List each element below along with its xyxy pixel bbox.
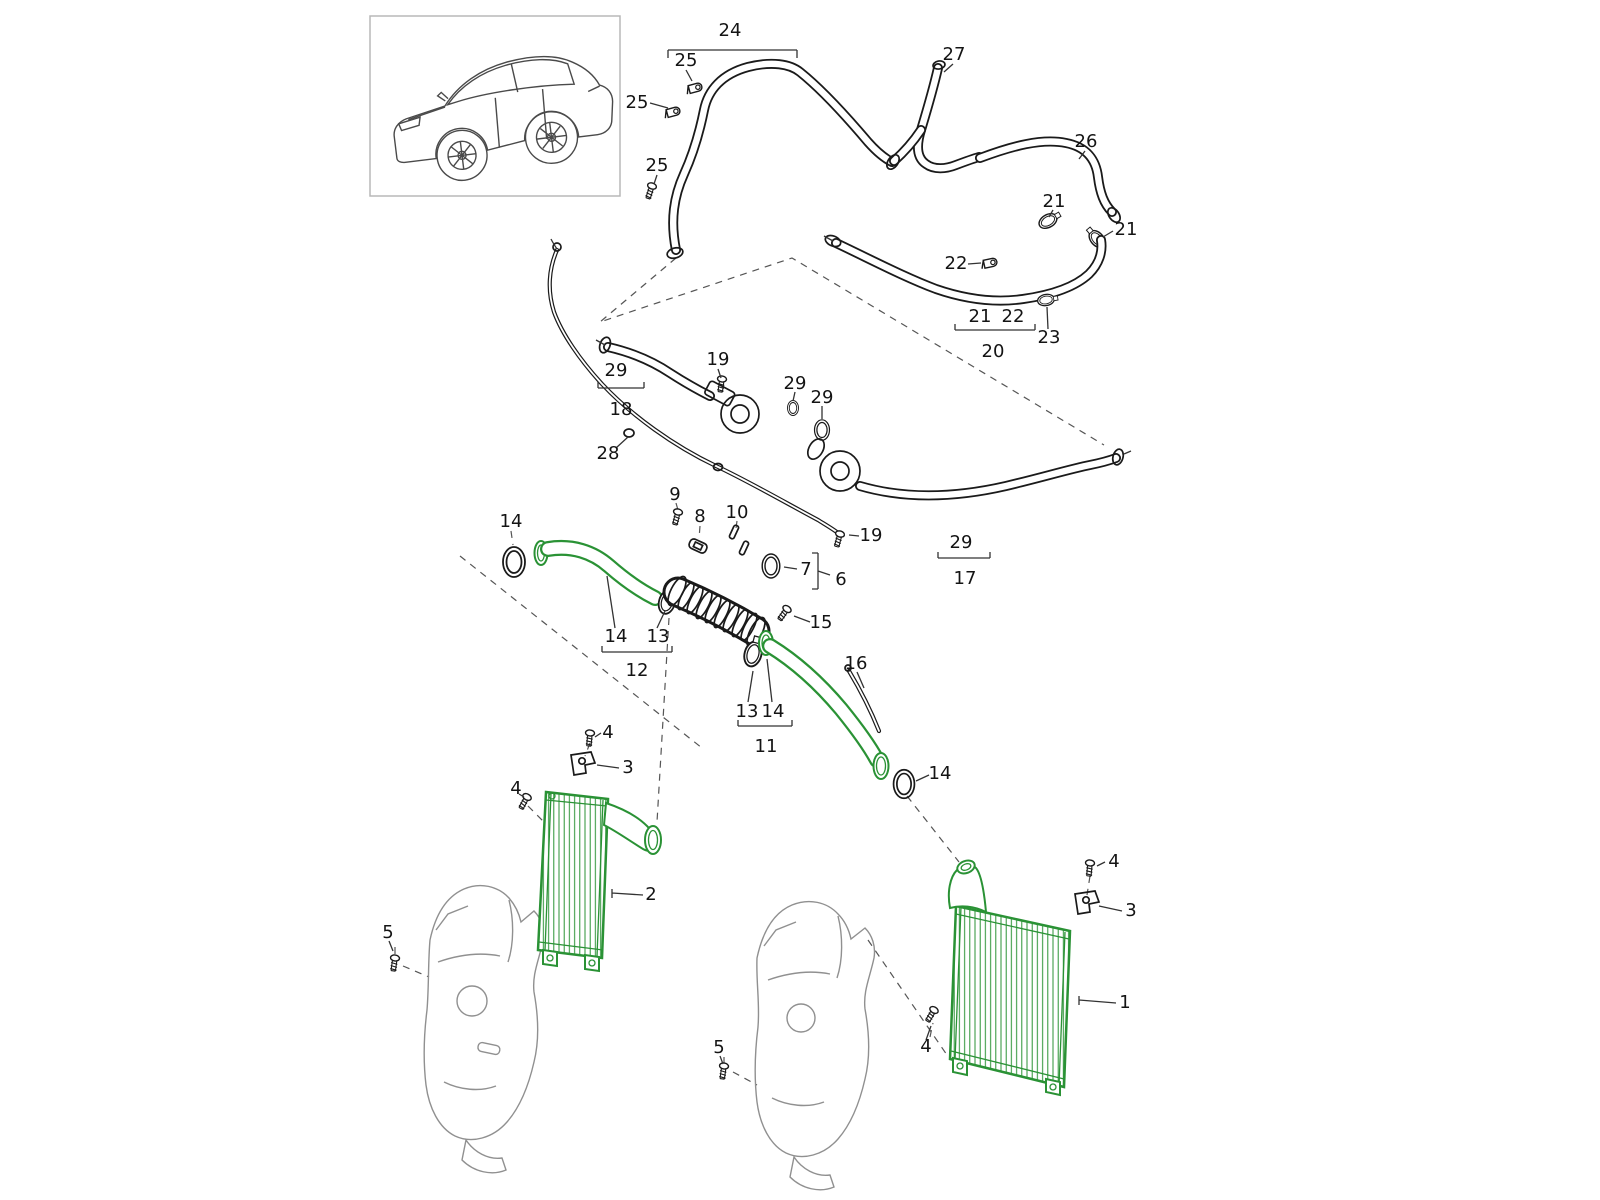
part-callout-4-39: 4 <box>510 778 522 799</box>
part-callout-3-38: 3 <box>622 757 634 778</box>
part-callout-7-26: 7 <box>800 559 812 580</box>
part-callout-21-9: 21 <box>968 306 992 327</box>
part-callout-14-29: 14 <box>604 626 628 647</box>
part-callout-27-3: 27 <box>942 44 966 65</box>
body-panel-right <box>754 900 876 1191</box>
part-callout-29-14: 29 <box>604 360 628 381</box>
part-callout-19-13: 19 <box>706 349 730 370</box>
part-callout-5-41: 5 <box>382 922 394 943</box>
intercooler-2 <box>536 790 662 973</box>
part-callout-3-43: 3 <box>1125 900 1137 921</box>
charge-pipe-assembly <box>502 507 916 800</box>
part-callout-24-0: 24 <box>718 20 742 41</box>
part-callout-22-10: 22 <box>1001 306 1025 327</box>
hose-20 <box>823 234 1107 308</box>
part-callout-19-19: 19 <box>859 525 883 546</box>
part-callout-18-17: 18 <box>609 399 633 420</box>
vent-valve-a <box>704 374 760 434</box>
vent-valve-b <box>806 438 861 492</box>
part-callout-5-46: 5 <box>713 1037 725 1058</box>
body-panel-left <box>423 884 545 1174</box>
car-inset <box>369 15 621 197</box>
part-callout-21-6: 21 <box>1042 191 1066 212</box>
pipe-12 <box>533 539 663 606</box>
hose-24 <box>643 58 897 260</box>
part-callout-13-30: 13 <box>646 626 670 647</box>
part-callout-25-5: 25 <box>645 155 669 176</box>
pins-10 <box>728 524 750 556</box>
part-callout-14-36: 14 <box>928 763 952 784</box>
part-callout-4-42: 4 <box>1108 851 1120 872</box>
part-callout-16-32: 16 <box>844 653 868 674</box>
part-callout-22-8: 22 <box>944 253 968 274</box>
part-callout-4-45: 4 <box>920 1036 932 1057</box>
leader-lines <box>388 49 1123 1065</box>
part-callout-29-16: 29 <box>810 387 834 408</box>
part-callout-29-15: 29 <box>783 373 807 394</box>
pipe-11 <box>758 630 890 780</box>
hose-27 <box>885 60 984 174</box>
part-callout-25-1: 25 <box>674 50 698 71</box>
part-callout-2-40: 2 <box>645 884 657 905</box>
part-callout-13-33: 13 <box>735 701 759 722</box>
breather-assembly <box>595 336 1132 501</box>
part-callout-6-27: 6 <box>835 569 847 590</box>
part-callout-1-44: 1 <box>1119 992 1131 1013</box>
part-callout-9-22: 9 <box>669 484 681 505</box>
bracket-3-left <box>570 751 597 776</box>
part-callout-10-24: 10 <box>725 502 749 523</box>
part-callout-8-23: 8 <box>694 506 706 527</box>
part-callout-11-35: 11 <box>754 736 778 757</box>
bracket-3-right <box>1074 890 1101 915</box>
construction-lines <box>394 257 1105 1086</box>
bellows-6 <box>662 575 771 648</box>
part-callout-26-4: 26 <box>1074 131 1098 152</box>
part-callout-17-21: 17 <box>953 568 977 589</box>
part-callout-14-25: 14 <box>499 511 523 532</box>
part-callout-23-11: 23 <box>1037 327 1061 348</box>
part-callout-29-20: 29 <box>949 532 973 553</box>
part-callout-20-12: 20 <box>981 341 1005 362</box>
part-callout-25-2: 25 <box>625 92 649 113</box>
part-callout-12-31: 12 <box>625 660 649 681</box>
intercooler-1 <box>947 859 1072 1097</box>
tube-16 <box>844 664 882 734</box>
part-callout-4-37: 4 <box>602 722 614 743</box>
part-callout-28-18: 28 <box>596 443 620 464</box>
vent-tube-28 <box>547 238 846 549</box>
part-callout-15-28: 15 <box>809 612 833 633</box>
part-callout-14-34: 14 <box>761 701 785 722</box>
part-callout-21-7: 21 <box>1114 219 1138 240</box>
clamp-8 <box>688 538 708 554</box>
